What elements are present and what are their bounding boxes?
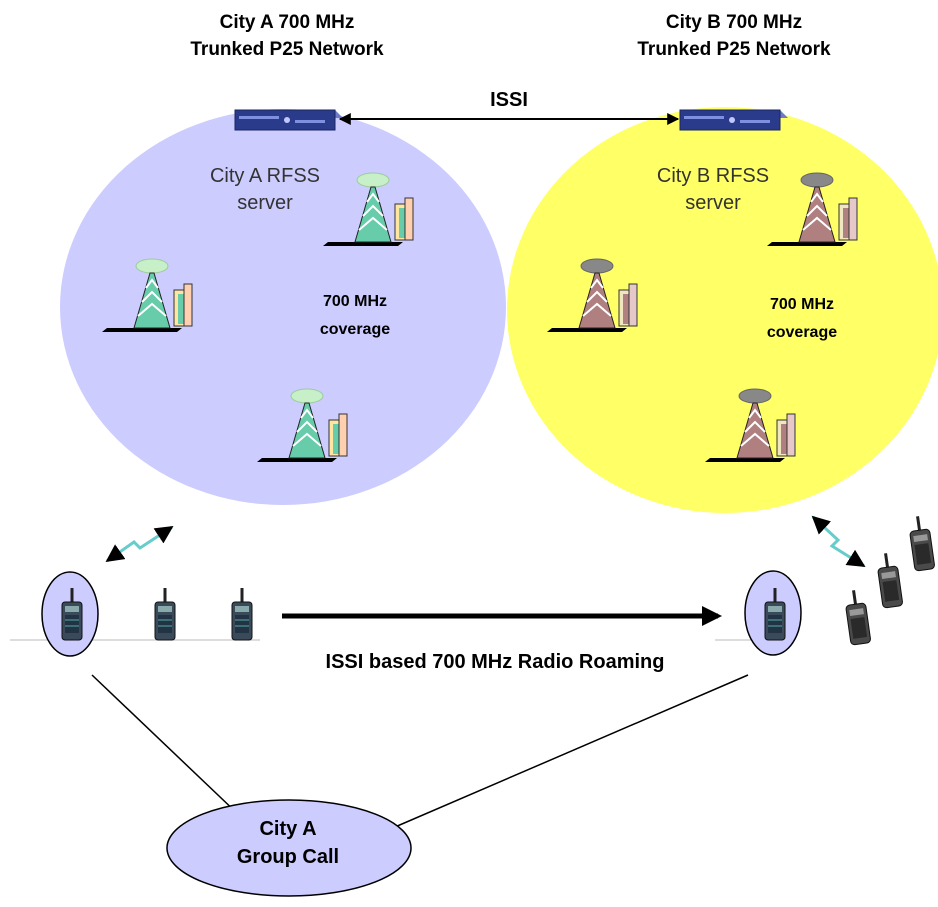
group-call-bubble [166, 799, 412, 897]
city-b-network-title: City B 700 MHz [666, 12, 802, 33]
handheld-radio-icon [875, 551, 904, 609]
city-b-coverage-sublabel: coverage [767, 324, 837, 341]
city-a-network-title: City A 700 MHz [220, 12, 355, 33]
city-a-server-icon [234, 109, 344, 131]
city-b-wireless-link-icon [811, 515, 866, 568]
issi-link-label: ISSI [490, 89, 528, 111]
city-a-coverage-label: 700 MHz [323, 293, 387, 310]
city-a-server-sublabel: server [237, 192, 293, 214]
group-call-connector [91, 674, 241, 817]
city-a-network-subtitle: Trunked P25 Network [190, 39, 384, 60]
city-a-coverage-sublabel: coverage [320, 321, 390, 338]
roaming-label: ISSI based 700 MHz Radio Roaming [326, 651, 665, 673]
city-b-server-sublabel: server [685, 192, 741, 214]
group-call-connector [394, 674, 749, 828]
city-b-coverage-area [507, 107, 938, 513]
handheld-radio-icon [231, 587, 253, 641]
handheld-radio-icon [843, 588, 872, 646]
city-b-server-icon [679, 109, 789, 131]
city-b-network-subtitle: Trunked P25 Network [637, 39, 831, 60]
group-call-sublabel: Group Call [237, 846, 339, 868]
handheld-radio-icon [154, 587, 176, 641]
handheld-radio-icon [907, 514, 936, 572]
city-a-server-label: City A RFSS [210, 165, 320, 187]
group-call-label: City A [259, 818, 316, 840]
city-a-wireless-link-icon [105, 525, 174, 563]
city-b-server-label: City B RFSS [657, 165, 769, 187]
city-b-coverage-label: 700 MHz [770, 296, 834, 313]
